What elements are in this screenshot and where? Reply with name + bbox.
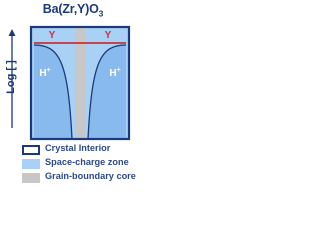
legend-swatch-space-charge-zone (22, 159, 40, 169)
legend-swatch-grain-boundary-core (22, 173, 40, 183)
legend-label-crystal-interior: Crystal Interior (45, 143, 111, 153)
title-subscript: 3 (98, 8, 104, 19)
legend-item-space-charge-zone: Space-charge zone (22, 157, 152, 170)
proton-curve-left (33, 44, 73, 140)
legend-swatch-crystal-interior (22, 145, 40, 155)
grain-boundary-core (75, 27, 85, 139)
y-axis-arrowhead (8, 29, 16, 36)
diagram-title: Ba(Zr,Y)O3 (42, 2, 104, 19)
legend-item-grain-boundary-core: Grain-boundary core (22, 171, 152, 184)
crystal-frame (29, 25, 131, 141)
legend-label-space-charge-zone: Space-charge zone (45, 157, 129, 167)
legend-label-grain-boundary-core: Grain-boundary core (45, 171, 136, 181)
diagram-svg: Y Y H+ H+ (8, 25, 131, 141)
y-axis-label: Log [ ] (5, 60, 17, 94)
legend-item-crystal-interior: Crystal Interior (22, 143, 152, 156)
dopant-label-right: Y (105, 30, 112, 41)
diagram: Ba(Zr,Y)O3 Y Y H+ H+ Log [ ] Crystal Int… (0, 0, 146, 189)
proton-curve-right (87, 44, 127, 140)
proton-label-right: H+ (109, 67, 120, 79)
proton-label-left: H+ (39, 67, 50, 79)
dopant-label-left: Y (49, 30, 56, 41)
